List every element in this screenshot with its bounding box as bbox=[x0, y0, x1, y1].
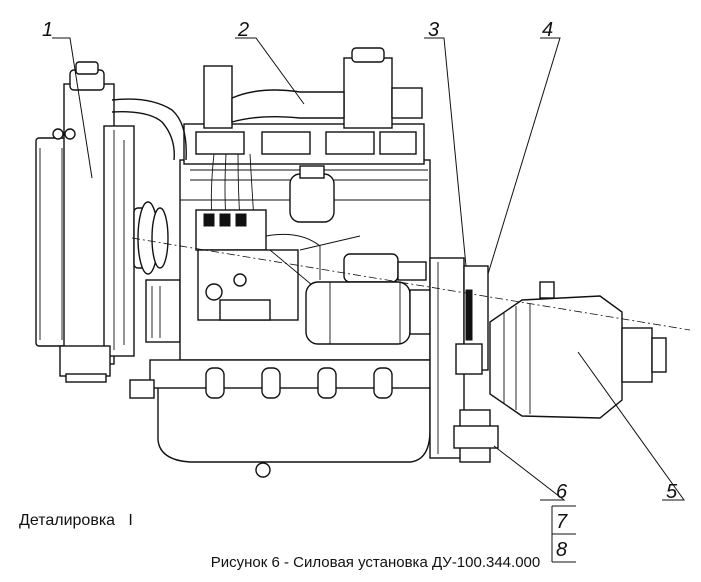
callout-1: 1 bbox=[42, 19, 53, 41]
leader-lines bbox=[52, 37, 685, 563]
flywheel-housing bbox=[429, 257, 499, 463]
callout-4: 4 bbox=[542, 19, 553, 41]
starter-motor bbox=[305, 253, 431, 345]
figure-caption-text: Рисунок 6 - Силовая установка ДУ-100.344… bbox=[210, 554, 541, 571]
radiator bbox=[35, 61, 135, 383]
callout-3: 3 bbox=[428, 19, 439, 41]
detail-label: Деталировка I bbox=[19, 512, 133, 529]
hydraulic-pump bbox=[131, 237, 691, 419]
callout-7: 7 bbox=[556, 511, 568, 533]
fuel-injection-pump bbox=[195, 165, 361, 321]
callout-5: 5 bbox=[666, 481, 678, 503]
fan-pulley bbox=[133, 201, 181, 343]
callout-2: 2 bbox=[237, 19, 249, 41]
cylinder-head bbox=[111, 47, 428, 221]
figure-caption: Рисунок 6 - Силовая установка ДУ-100.344… bbox=[0, 554, 701, 571]
callout-6: 6 bbox=[556, 481, 568, 503]
callout-8: 8 bbox=[556, 539, 567, 561]
